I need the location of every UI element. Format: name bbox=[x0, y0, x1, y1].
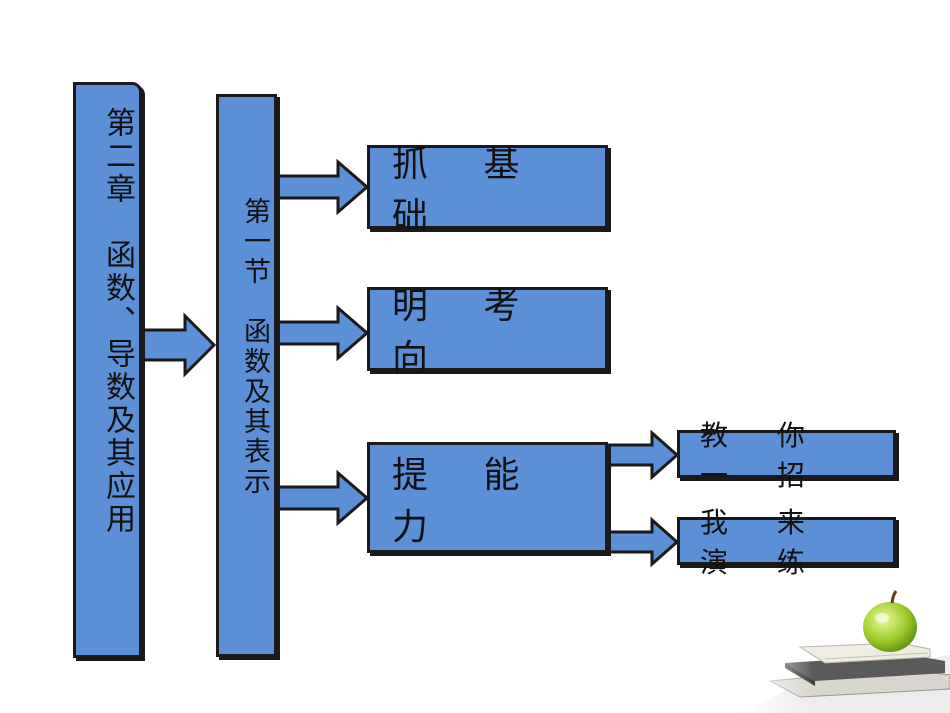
arrow-module-3-to-sub-1 bbox=[606, 429, 680, 481]
apple-on-books-icon bbox=[740, 585, 950, 713]
arrow-section-to-module-1 bbox=[275, 158, 370, 216]
sub-module-label: 我 来 演 练 bbox=[700, 506, 825, 579]
module-box-mingkaoxiang[interactable]: 明 考 向 bbox=[367, 286, 608, 379]
arrow-section-to-module-3 bbox=[275, 469, 370, 527]
module-label: 提 能 力 bbox=[392, 454, 542, 548]
arrow-chapter-to-section bbox=[140, 312, 217, 378]
module-box-tinengli[interactable]: 提 能 力 bbox=[367, 442, 608, 553]
sub-module-box-wolaiyanlian[interactable]: 我 来 演 练 bbox=[677, 506, 896, 579]
arrow-module-3-to-sub-2 bbox=[606, 516, 680, 568]
section-box: 第一节 函数及其表示 bbox=[216, 94, 277, 657]
chapter-box: 第二章 函数、导数及其应用 bbox=[73, 82, 142, 658]
module-box-zhuajichu[interactable]: 抓 基 础 bbox=[367, 144, 608, 237]
section-title: 第一节 函数及其表示 bbox=[239, 197, 270, 497]
module-label: 明 考 向 bbox=[392, 286, 542, 379]
sub-module-box-jiaoniyizhao[interactable]: 教 你 一 招 bbox=[677, 419, 896, 492]
chapter-title: 第二章 函数、导数及其应用 bbox=[100, 107, 135, 536]
module-label: 抓 基 础 bbox=[392, 144, 542, 237]
arrow-section-to-module-2 bbox=[275, 304, 370, 362]
sub-module-label: 教 你 一 招 bbox=[700, 419, 825, 492]
